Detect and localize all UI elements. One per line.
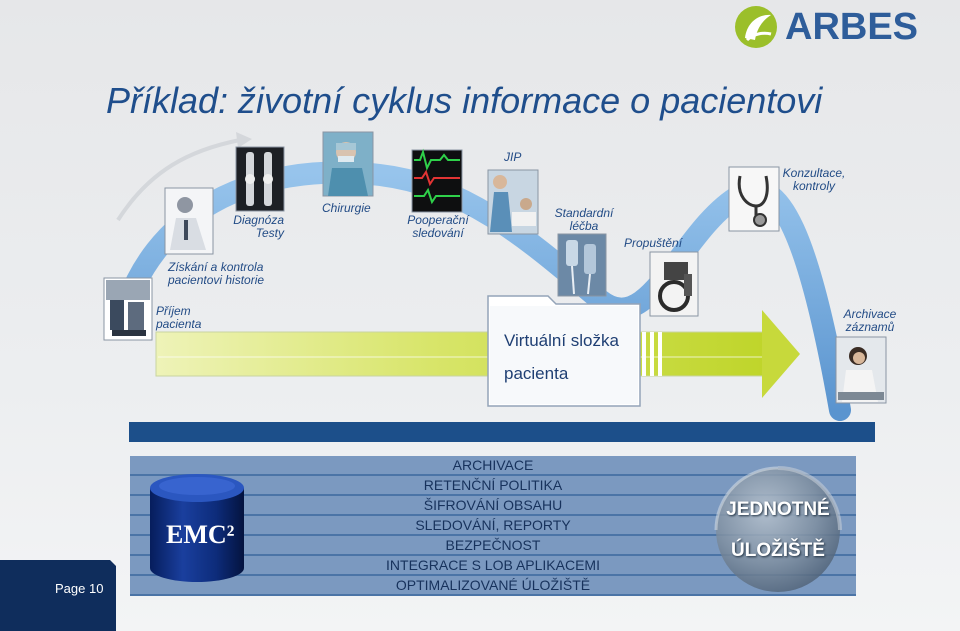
storage-item: INTEGRACE S LOB APLIKACEMI xyxy=(386,557,600,573)
storage-bar xyxy=(129,422,875,442)
doctor-photo xyxy=(164,187,214,255)
sphere-label-line2: ÚLOŽIŠTĚ xyxy=(731,540,825,561)
iv-drip-photo xyxy=(557,233,607,297)
progress-arrow-head xyxy=(762,310,800,398)
database-cylinder-icon xyxy=(150,474,244,582)
stage-label-konzultace: Konzultace,kontroly xyxy=(782,166,846,193)
page-number: Page 10 xyxy=(55,581,104,596)
storage-item: OPTIMALIZOVANÉ ÚLOŽIŠTĚ xyxy=(395,577,591,593)
arbes-logo: ARBES xyxy=(733,4,918,50)
return-arrow xyxy=(116,138,241,222)
ambulance-photo xyxy=(103,277,153,341)
storage-item: ARCHIVACE xyxy=(452,457,534,473)
archivist-photo xyxy=(835,336,887,404)
page-title: Příklad: životní cyklus informace o paci… xyxy=(106,80,823,121)
page-corner xyxy=(0,560,116,631)
surgeon-photo xyxy=(322,131,374,197)
folder-label-line2: pacienta xyxy=(504,364,569,383)
monitor-photo xyxy=(411,148,463,213)
emc-logo: EMC² xyxy=(166,520,235,549)
sphere-label-line1: JEDNOTNÉ xyxy=(726,499,830,520)
folder-label-line1: Virtuální složka xyxy=(504,331,619,350)
wheelchair-photo xyxy=(649,251,699,317)
nurse-photo xyxy=(487,169,539,235)
storage-stripes xyxy=(130,456,856,594)
storage-item: RETENČNÍ POLITIKA xyxy=(423,477,563,493)
storage-item: BEZPEČNOST xyxy=(445,537,541,553)
brand-name: ARBES xyxy=(785,5,919,48)
progress-band xyxy=(155,331,767,377)
arbes-logo-icon xyxy=(735,6,777,48)
stage-label-propusteni: Propuštění xyxy=(624,236,683,250)
xray-photo xyxy=(235,146,285,212)
stage-label-chirurgie: Chirurgie xyxy=(322,201,371,215)
storage-item: ŠIFROVÁNÍ OBSAHU xyxy=(423,497,563,513)
stage-label-jip: JIP xyxy=(504,150,522,164)
sphere-icon xyxy=(714,466,842,592)
stethoscope-photo xyxy=(728,166,780,232)
storage-item: SLEDOVÁNÍ, REPORTY xyxy=(415,517,571,533)
